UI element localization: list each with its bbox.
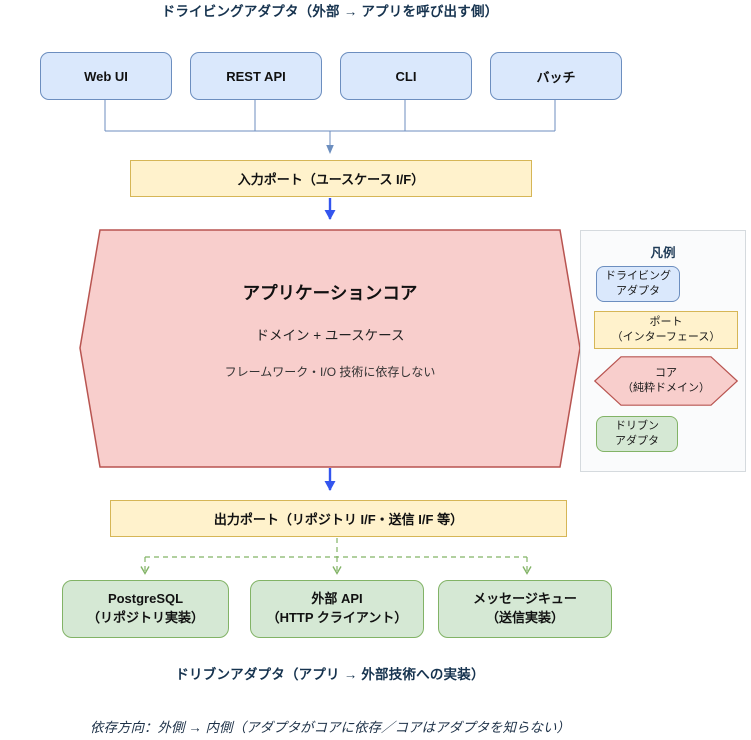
dependency-direction-note: 依存方向：外側 → 内側（アダプタがコアに依存／コアはアダプタを知らない） [89,720,570,735]
legend-title: 凡例 [650,246,676,260]
node-batch: バッチ [490,52,622,100]
node-rest-api: REST API [190,52,322,100]
driving-adapters-title: ドライビングアダプタ（外部 → アプリを呼び出す側） [161,4,499,19]
node-external-api: 外部 API （HTTP クライアント） [250,580,424,638]
core-title: アプリケーションコア [242,283,418,303]
driving-adapter-bus-lines [104,100,556,154]
node-message-queue: メッセージキュー （送信実装） [438,580,612,638]
legend-core: コア （純粋ドメイン） [593,356,739,406]
legend-port: ポート （インターフェース） [594,311,738,349]
application-core-labels: アプリケーションコア ドメイン + ユースケース フレームワーク・I/O 技術に… [100,230,560,430]
application-core-hexagon [79,229,581,468]
node-web-ui: Web UI [40,52,172,100]
legend-driven-adapter: ドリブン アダプタ [596,416,678,452]
legend-panel: 凡例 ドライビング アダプタ ポート （インターフェース） コア （純粋ドメイン… [580,230,746,472]
core-subtitle: ドメイン + ユースケース [255,328,405,343]
driven-adapter-dashed-lines [145,538,527,573]
driven-adapters-title: ドリブンアダプタ（アプリ → 外部技術への実装） [175,667,485,682]
node-cli: CLI [340,52,472,100]
core-note: フレームワーク・I/O 技術に依存しない [224,365,436,379]
legend-driving-adapter: ドライビング アダプタ [596,266,680,302]
output-port-node: 出力ポート（リポジトリ I/F・送信 I/F 等） [110,500,567,537]
node-postgresql: PostgreSQL （リポジトリ実装） [62,580,229,638]
input-port-node: 入力ポート（ユースケース I/F） [130,160,532,197]
legend-core-hexagon [593,356,739,406]
